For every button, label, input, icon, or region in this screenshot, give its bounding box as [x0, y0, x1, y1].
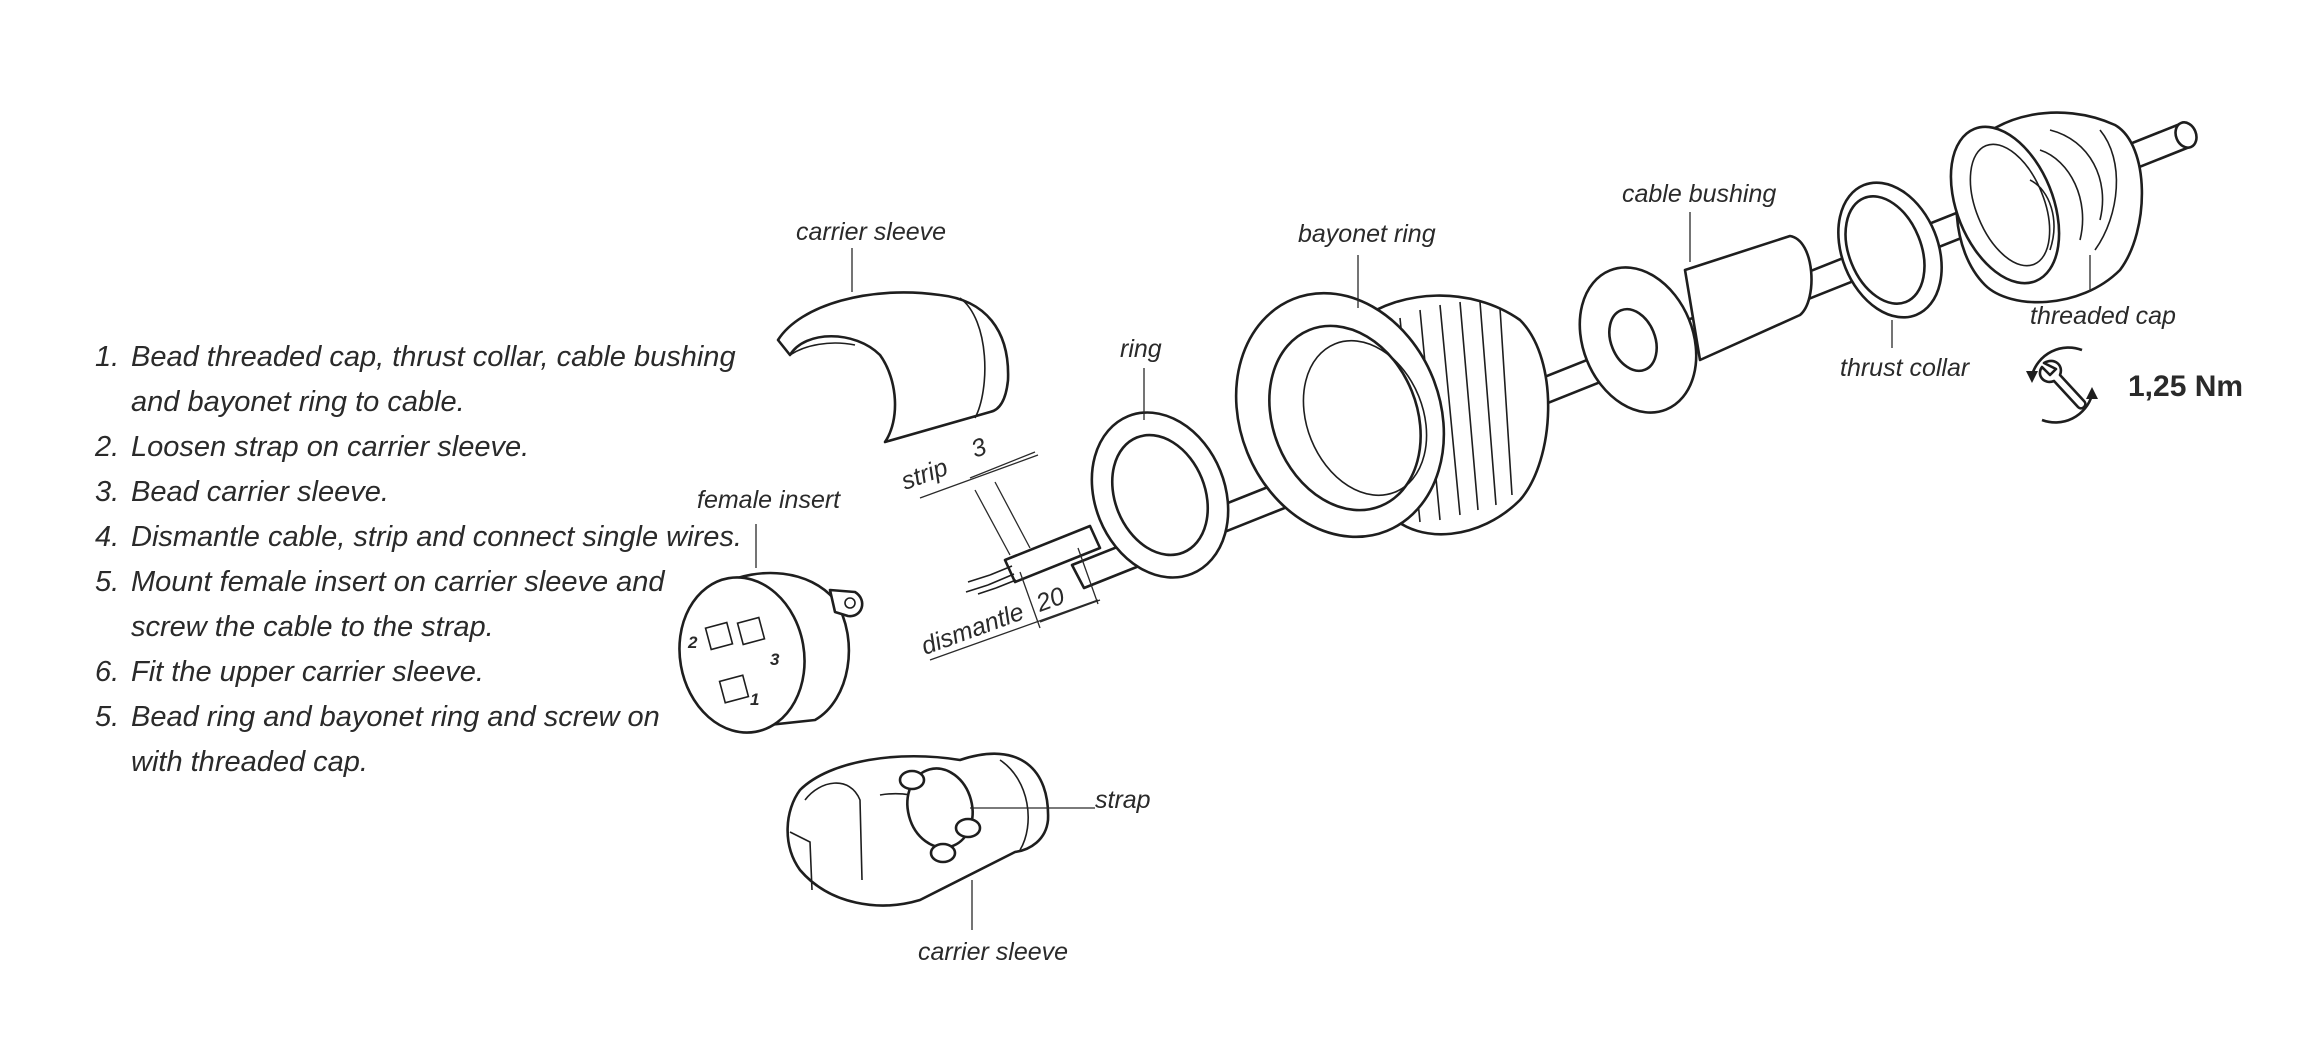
pin-label-3: 3: [770, 650, 780, 669]
label-female-insert: female insert: [697, 486, 841, 514]
label-bayonet-ring: bayonet ring: [1298, 220, 1436, 248]
step-7: 5.Bead ring and bayonet ring and screw o…: [95, 701, 660, 778]
label-strap: strap: [1095, 786, 1151, 814]
step-2: 2.Loosen strap on carrier sleeve.: [95, 431, 530, 463]
step-1: 1.Bead threaded cap, thrust collar, cabl…: [95, 341, 736, 418]
step-6: 6.Fit the upper carrier sleeve.: [95, 656, 484, 688]
assembly-instructions: 1.Bead threaded cap, thrust collar, cabl…: [95, 335, 742, 785]
label-torque: 1,25 Nm: [2128, 370, 2243, 403]
carrier-sleeve-bottom: [786, 752, 1050, 907]
label-thrust-collar: thrust collar: [1840, 354, 1971, 382]
bayonet-ring: [1234, 291, 1550, 539]
threaded-cap: [1949, 111, 2144, 304]
dimension-lines: [919, 451, 1101, 661]
label-threaded-cap: threaded cap: [2030, 302, 2176, 330]
step-4: 4.Dismantle cable, strip and connect sin…: [95, 521, 742, 553]
leader-lines: [755, 212, 2091, 930]
label-cable-bushing: cable bushing: [1622, 180, 1776, 208]
label-carrier-sleeve-bottom: carrier sleeve: [918, 938, 1068, 966]
pin-label-2: 2: [687, 633, 698, 652]
label-dismantle: dismantle: [917, 598, 1027, 661]
label-carrier-sleeve-top: carrier sleeve: [796, 218, 946, 246]
label-strip-length: 3: [967, 433, 990, 464]
torque-wrench-icon: [2026, 346, 2098, 424]
step-3: 3.Bead carrier sleeve.: [95, 476, 389, 508]
thrust-collar: [1837, 181, 1943, 319]
label-ring: ring: [1120, 335, 1162, 363]
pin-label-1: 1: [750, 690, 759, 709]
carrier-sleeve-top: [776, 291, 1010, 444]
cable-bushing: [1578, 234, 1813, 414]
step-5: 5.Mount female insert on carrier sleeve …: [95, 566, 665, 643]
female-insert: 2 3 1: [678, 571, 864, 734]
ring: [1090, 411, 1230, 579]
